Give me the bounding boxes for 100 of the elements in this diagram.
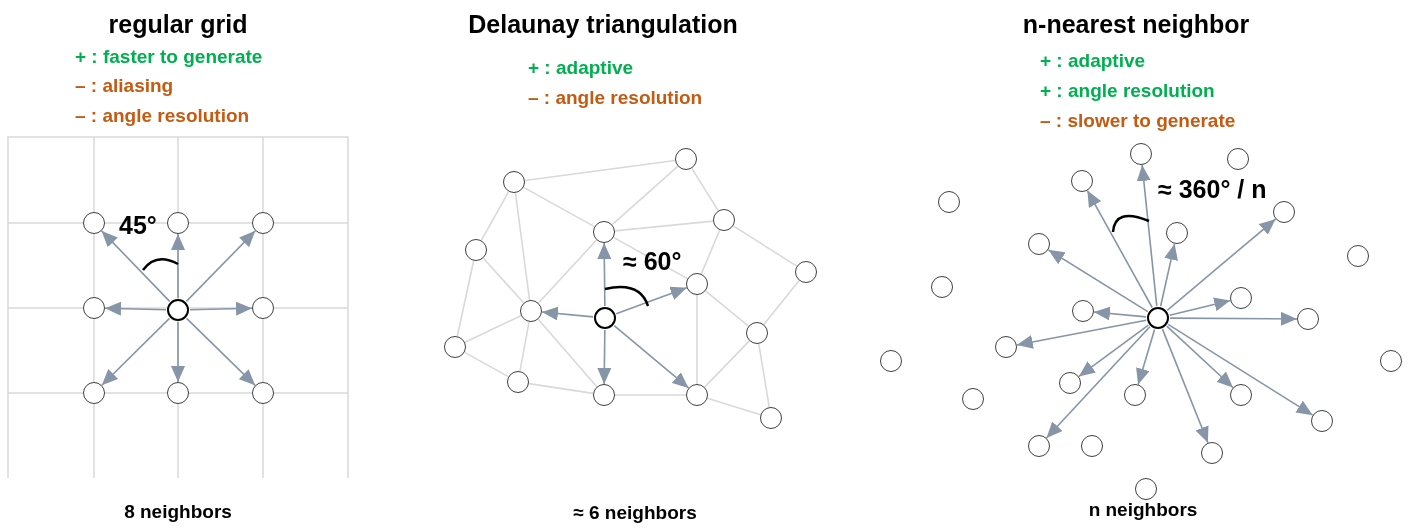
arrow bbox=[189, 301, 253, 316]
arrow bbox=[613, 324, 690, 389]
connector-line bbox=[464, 314, 522, 344]
arrow bbox=[1086, 189, 1153, 309]
arrow bbox=[1136, 164, 1158, 307]
arrow bbox=[1078, 324, 1150, 378]
arrow bbox=[1159, 242, 1178, 308]
point-circle bbox=[465, 239, 487, 261]
connector-line bbox=[519, 321, 530, 372]
point-circle bbox=[1311, 410, 1333, 432]
point-circle bbox=[1059, 372, 1081, 394]
point-circle bbox=[1297, 308, 1319, 330]
arrow bbox=[101, 317, 171, 387]
angle-label: ≈ 60° bbox=[623, 248, 682, 276]
arrow bbox=[185, 317, 256, 387]
connector-line bbox=[482, 257, 525, 304]
point-circle bbox=[931, 276, 953, 298]
arrow bbox=[1169, 311, 1298, 326]
point-circle bbox=[1081, 435, 1103, 457]
point-circle bbox=[713, 209, 735, 231]
point-circle bbox=[593, 221, 615, 243]
connector-line bbox=[706, 397, 762, 416]
connector-line bbox=[537, 318, 598, 388]
point-circle bbox=[1230, 384, 1252, 406]
connector-line bbox=[732, 225, 798, 267]
arrow bbox=[1136, 328, 1156, 386]
point-circle bbox=[880, 350, 902, 372]
arrow bbox=[171, 233, 185, 299]
point-circle bbox=[1071, 170, 1093, 192]
advantage-note: + : adaptive bbox=[528, 57, 634, 79]
center-point-circle bbox=[167, 299, 189, 321]
arrow bbox=[171, 321, 185, 383]
connector-line bbox=[758, 343, 770, 408]
point-circle bbox=[252, 297, 274, 319]
arrow bbox=[1166, 218, 1277, 312]
point-circle bbox=[962, 388, 984, 410]
point-circle bbox=[503, 171, 525, 193]
point-circle bbox=[1124, 384, 1146, 406]
point-circle bbox=[252, 382, 274, 404]
angle-label: ≈ 360° / n bbox=[1158, 176, 1267, 204]
arrow bbox=[1167, 323, 1314, 416]
arrow bbox=[1047, 249, 1149, 313]
neighbor-count: n neighbors bbox=[1088, 499, 1198, 521]
arrow bbox=[541, 306, 594, 321]
angle-label: 45° bbox=[119, 212, 157, 240]
arrow bbox=[1166, 325, 1234, 389]
point-circle bbox=[167, 212, 189, 234]
center-point-circle bbox=[594, 307, 616, 329]
connector-line bbox=[703, 340, 751, 388]
point-circle bbox=[444, 336, 466, 358]
point-circle bbox=[1227, 148, 1249, 170]
connector-line bbox=[514, 192, 531, 301]
point-circle bbox=[1230, 287, 1252, 309]
point-circle bbox=[83, 382, 105, 404]
point-circle bbox=[252, 212, 274, 234]
point-circle bbox=[1028, 233, 1050, 255]
neighbor-count: ≈ 6 neighbors bbox=[573, 502, 697, 524]
point-circle bbox=[1072, 300, 1094, 322]
connector-line bbox=[537, 239, 598, 304]
arrow bbox=[597, 329, 612, 385]
point-circle bbox=[83, 212, 105, 234]
advantage-note: + : adaptive bbox=[1040, 50, 1146, 72]
point-circle bbox=[83, 297, 105, 319]
disadvantage-note: – : angle resolution bbox=[75, 105, 250, 127]
point-circle bbox=[1135, 478, 1157, 500]
point-circle bbox=[760, 407, 782, 429]
panel-title: n-nearest neighbor bbox=[1022, 11, 1250, 39]
point-circle bbox=[746, 322, 768, 344]
arrow bbox=[185, 230, 257, 303]
advantage-note: + : faster to generate bbox=[75, 46, 263, 68]
point-circle bbox=[938, 191, 960, 213]
point-circle bbox=[167, 382, 189, 404]
disadvantage-note: – : angle resolution bbox=[528, 87, 703, 109]
point-circle bbox=[675, 148, 697, 170]
connector-line bbox=[763, 279, 800, 326]
panel-title: regular grid bbox=[108, 11, 248, 39]
connector-line bbox=[691, 167, 719, 212]
point-circle bbox=[507, 371, 529, 393]
arrow bbox=[1045, 326, 1151, 439]
connector-line bbox=[522, 186, 596, 228]
connector-line bbox=[704, 290, 750, 327]
point-circle bbox=[795, 261, 817, 283]
point-circle bbox=[520, 300, 542, 322]
point-circle bbox=[686, 273, 708, 295]
panel-title: Delaunay triangulation bbox=[468, 11, 738, 39]
connector-line bbox=[456, 259, 475, 338]
point-circle bbox=[1130, 143, 1152, 165]
neighbor-count: 8 neighbors bbox=[124, 501, 232, 523]
connector-line bbox=[614, 220, 714, 232]
point-circle bbox=[1347, 245, 1369, 267]
point-circle bbox=[1273, 201, 1295, 223]
connector-line bbox=[700, 229, 721, 275]
point-circle bbox=[995, 336, 1017, 358]
arrow bbox=[597, 242, 612, 307]
connector-line bbox=[612, 236, 689, 280]
point-circle bbox=[1201, 442, 1223, 464]
arrow bbox=[615, 286, 688, 315]
arrow bbox=[1161, 328, 1209, 444]
advantage-note: + : angle resolution bbox=[1040, 80, 1215, 102]
connector-line bbox=[524, 159, 676, 182]
